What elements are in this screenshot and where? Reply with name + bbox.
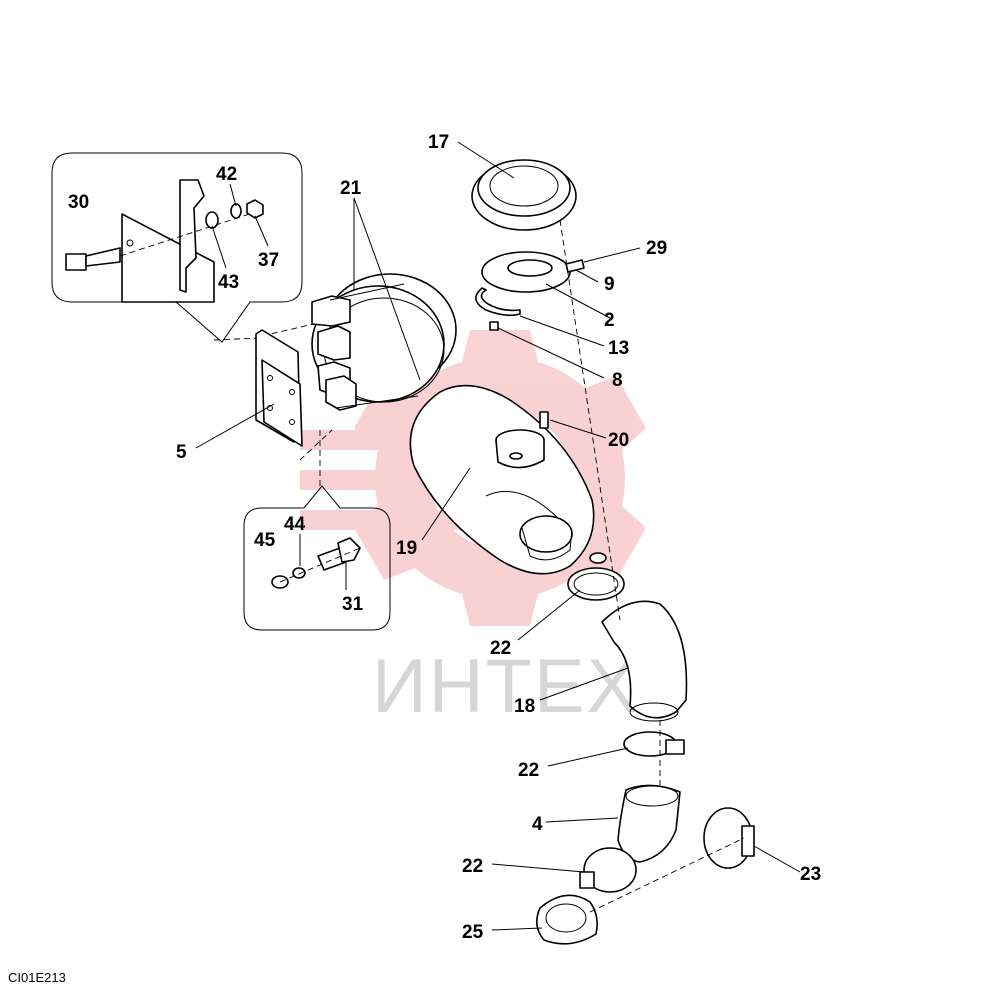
callout-18: 18 (514, 696, 535, 717)
callout-31: 31 (342, 594, 364, 615)
leader-lines (195, 141, 801, 931)
callout-19: 19 (396, 538, 417, 559)
callout-23: 23 (800, 864, 821, 885)
callout-42: 42 (216, 164, 237, 185)
guide-line (299, 429, 333, 461)
flange-ring (481, 251, 571, 293)
mounting-bracket (255, 329, 303, 447)
centerline (559, 219, 621, 621)
retaining-clip (475, 287, 521, 317)
callout-29: 29 (646, 238, 667, 259)
sensor-20 (539, 411, 549, 429)
callout-13: 13 (608, 338, 629, 359)
callout-2: 2 (604, 310, 615, 331)
callout-30: 30 (68, 192, 89, 213)
centerline (589, 837, 745, 913)
nut-8 (489, 321, 499, 331)
elbow-adapter (617, 784, 681, 863)
screw-29 (565, 259, 585, 273)
callout-8: 8 (612, 370, 623, 391)
elbow-hose (601, 600, 688, 719)
drawing-code: CI01E213 (8, 970, 66, 985)
callout-4: 4 (532, 814, 543, 835)
callout-20: 20 (608, 430, 629, 451)
callout-22-middle: 22 (518, 760, 539, 781)
rain-cap (536, 894, 598, 945)
callout-43: 43 (218, 272, 239, 293)
callout-45: 45 (254, 530, 276, 551)
callout-44: 44 (284, 514, 306, 535)
callout-17: 17 (428, 132, 449, 153)
guide-line (213, 337, 261, 341)
callout-22-lower: 22 (462, 856, 483, 877)
callout-21: 21 (340, 178, 362, 199)
callout-9: 9 (604, 274, 615, 295)
hose-clamp-lower (583, 847, 637, 893)
band-clamps (311, 273, 457, 411)
callout-5: 5 (176, 442, 187, 463)
detail-inset-top (51, 152, 303, 343)
filter-cap (471, 159, 577, 231)
watermark-text: ИНТЕХ (372, 644, 639, 729)
air-filter-housing (409, 384, 595, 575)
callout-25: 25 (462, 922, 484, 943)
callout-22-upper: 22 (490, 638, 511, 659)
callout-37: 37 (258, 250, 279, 271)
detail-inset-bottom (243, 485, 391, 631)
